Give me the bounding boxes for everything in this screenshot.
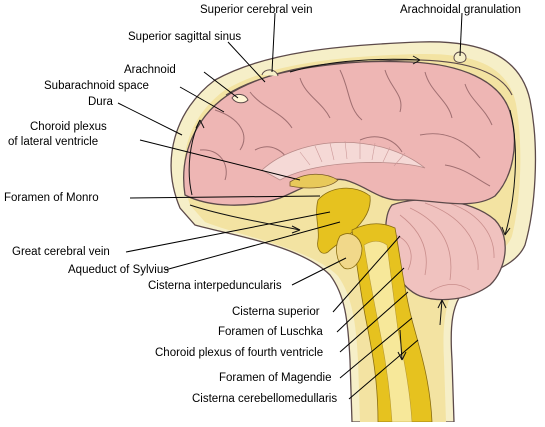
label-cisterna-interpeduncularis: Cisterna interpeduncularis [148, 280, 282, 292]
arachnoidal-granulation-shape [453, 51, 467, 63]
label-foramen-of-luschka: Foramen of Luschka [218, 326, 323, 338]
label-subarachnoid-space: Subarachnoid space [44, 80, 149, 92]
leader-lines [117, 12, 463, 400]
label-superior-sagittal-sinus: Superior sagittal sinus [128, 31, 241, 43]
label-great-cerebral-vein: Great cerebral vein [12, 246, 110, 258]
label-aqueduct-of-sylvius: Aqueduct of Sylvius [68, 264, 169, 276]
corpus-callosum [261, 141, 426, 181]
label-superior-cerebral-vein: Superior cerebral vein [200, 4, 313, 16]
superior-sagittal-sinus [225, 59, 513, 96]
lateral-ventricle [289, 173, 339, 189]
superior-cerebral-vein-shape [261, 69, 279, 77]
label-dura: Dura [88, 96, 114, 108]
label-arachnoid: Arachnoid [124, 64, 176, 76]
corpus-callosum-striations [299, 140, 406, 167]
label-choroid-plexus-lateral-1: Choroid plexus [30, 121, 107, 133]
cerebral-gyri [199, 69, 493, 187]
label-foramen-of-monro: Foramen of Monro [4, 192, 99, 204]
csf-flow-arrows [188, 55, 516, 361]
brainstem-tissue [363, 240, 413, 423]
label-choroid-plexus-lateral-2: of lateral ventricle [8, 136, 98, 148]
label-arachnoidal-granulation: Arachnoidal granulation [400, 4, 521, 16]
label-foramen-of-magendie: Foramen of Magendie [219, 372, 332, 384]
label-choroid-plexus-fourth: Choroid plexus of fourth ventricle [155, 347, 323, 359]
label-cisterna-superior: Cisterna superior [232, 306, 320, 318]
cerebellum-folia [394, 201, 495, 293]
label-cisterna-cerebellomedullaris: Cisterna cerebellomedullaris [192, 393, 337, 405]
